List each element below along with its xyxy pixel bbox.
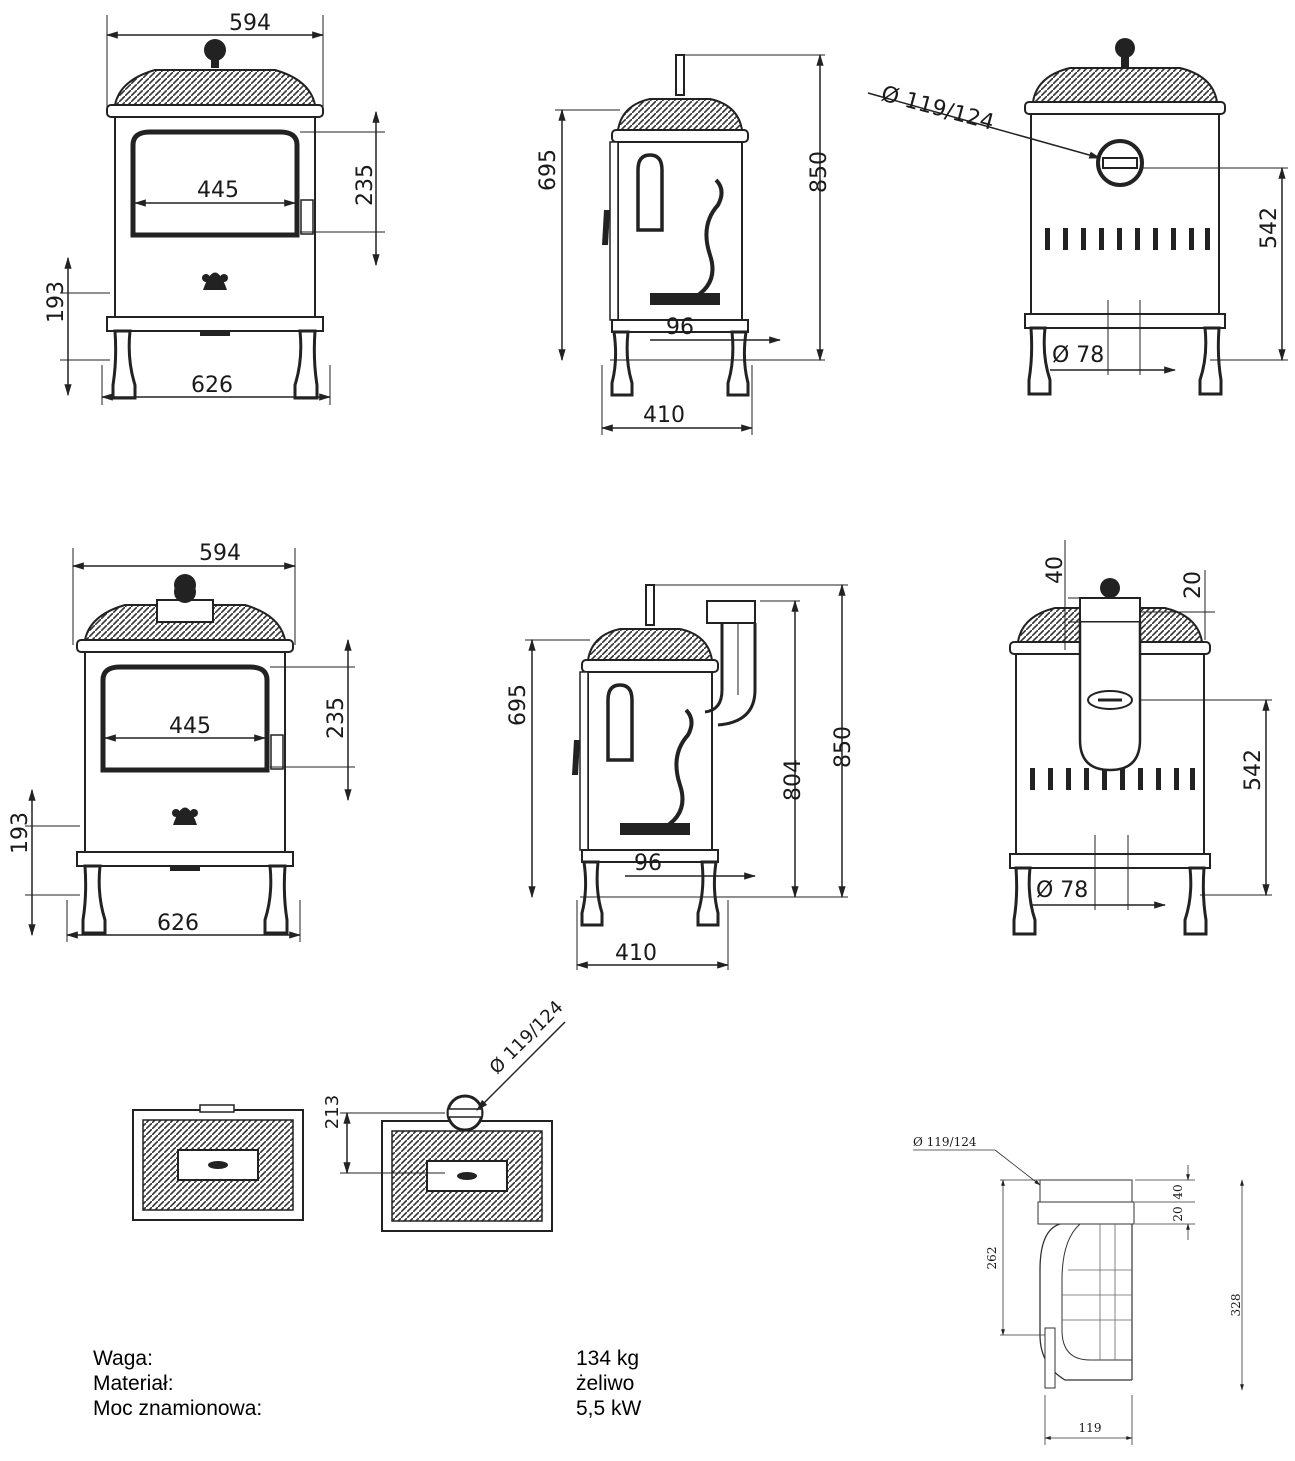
dim-leg-offset-b: 96 <box>634 851 662 876</box>
spec-label-power: Moc znamionowa: <box>93 1397 263 1420</box>
elbow-diameter-label: Ø 119/124 <box>913 1135 977 1149</box>
dim-door-width-b: 445 <box>169 714 211 739</box>
dim-total-height-b: 850 <box>831 726 856 768</box>
front-view-b: 594 445 235 193 626 <box>8 541 355 942</box>
dim-elbow-height: 804 <box>781 759 806 801</box>
dim-width-bottom: 626 <box>191 373 233 398</box>
dim-flue-diameter: Ø 119/124 <box>878 82 996 136</box>
back-view-b: 40 20 542 Ø 78 <box>1008 540 1272 936</box>
dim-flue-offset: 213 <box>322 1095 343 1129</box>
elbow-height-328: 328 <box>1229 1294 1243 1317</box>
top-view-b: 213 Ø 119/124 <box>322 997 568 1232</box>
dim-door-height: 235 <box>353 164 378 206</box>
dim-flue-height: 542 <box>1257 207 1282 249</box>
side-view-a: 850 695 96 410 <box>536 53 832 435</box>
elbow-detail: Ø 119/124 262 40 20 328 119 <box>913 1135 1244 1445</box>
elbow-width-119: 119 <box>1079 1421 1102 1435</box>
dim-air-diameter: Ø 78 <box>1052 343 1104 368</box>
dim-leg-offset: 96 <box>666 315 694 340</box>
spec-value-power: 5,5 kW <box>576 1397 642 1420</box>
spec-label-weight: Waga: <box>93 1347 153 1370</box>
spec-label-material: Materiał: <box>93 1372 174 1395</box>
dim-depth: 410 <box>643 403 685 428</box>
dim-width-top: 594 <box>229 11 271 36</box>
dim-door-width: 445 <box>197 178 239 203</box>
dim-flue-height-b: 542 <box>1241 749 1266 791</box>
dim-air-diameter-b: Ø 78 <box>1036 878 1088 903</box>
spec-value-material: żeliwo <box>576 1372 635 1395</box>
dim-leg-height-b: 193 <box>8 812 33 854</box>
dim-total-height: 850 <box>807 151 832 193</box>
dim-width-top-b: 594 <box>199 541 241 566</box>
back-view-a: Ø 119/124 542 Ø 78 <box>867 36 1288 396</box>
elbow-height-262: 262 <box>985 1247 999 1270</box>
dim-width-bottom-b: 626 <box>157 911 199 936</box>
dim-collar-height: 40 <box>1043 556 1068 584</box>
dim-depth-b: 410 <box>615 941 657 966</box>
dim-leg-height: 193 <box>44 281 69 323</box>
elbow-dim-40: 40 <box>1171 1184 1185 1199</box>
front-view-a: 594 445 235 193 626 <box>44 11 385 405</box>
dim-top-flue-diameter: Ø 119/124 <box>486 997 568 1079</box>
dim-body-height: 695 <box>536 149 561 191</box>
top-view-a <box>132 1104 304 1221</box>
side-view-b: 850 804 695 96 410 <box>506 583 856 970</box>
dim-door-height-b: 235 <box>324 697 349 739</box>
dim-body-height-b: 695 <box>506 684 531 726</box>
spec-value-weight: 134 kg <box>576 1347 640 1370</box>
dim-collar-gap: 20 <box>1181 571 1206 599</box>
elbow-dim-20: 20 <box>1171 1206 1185 1221</box>
